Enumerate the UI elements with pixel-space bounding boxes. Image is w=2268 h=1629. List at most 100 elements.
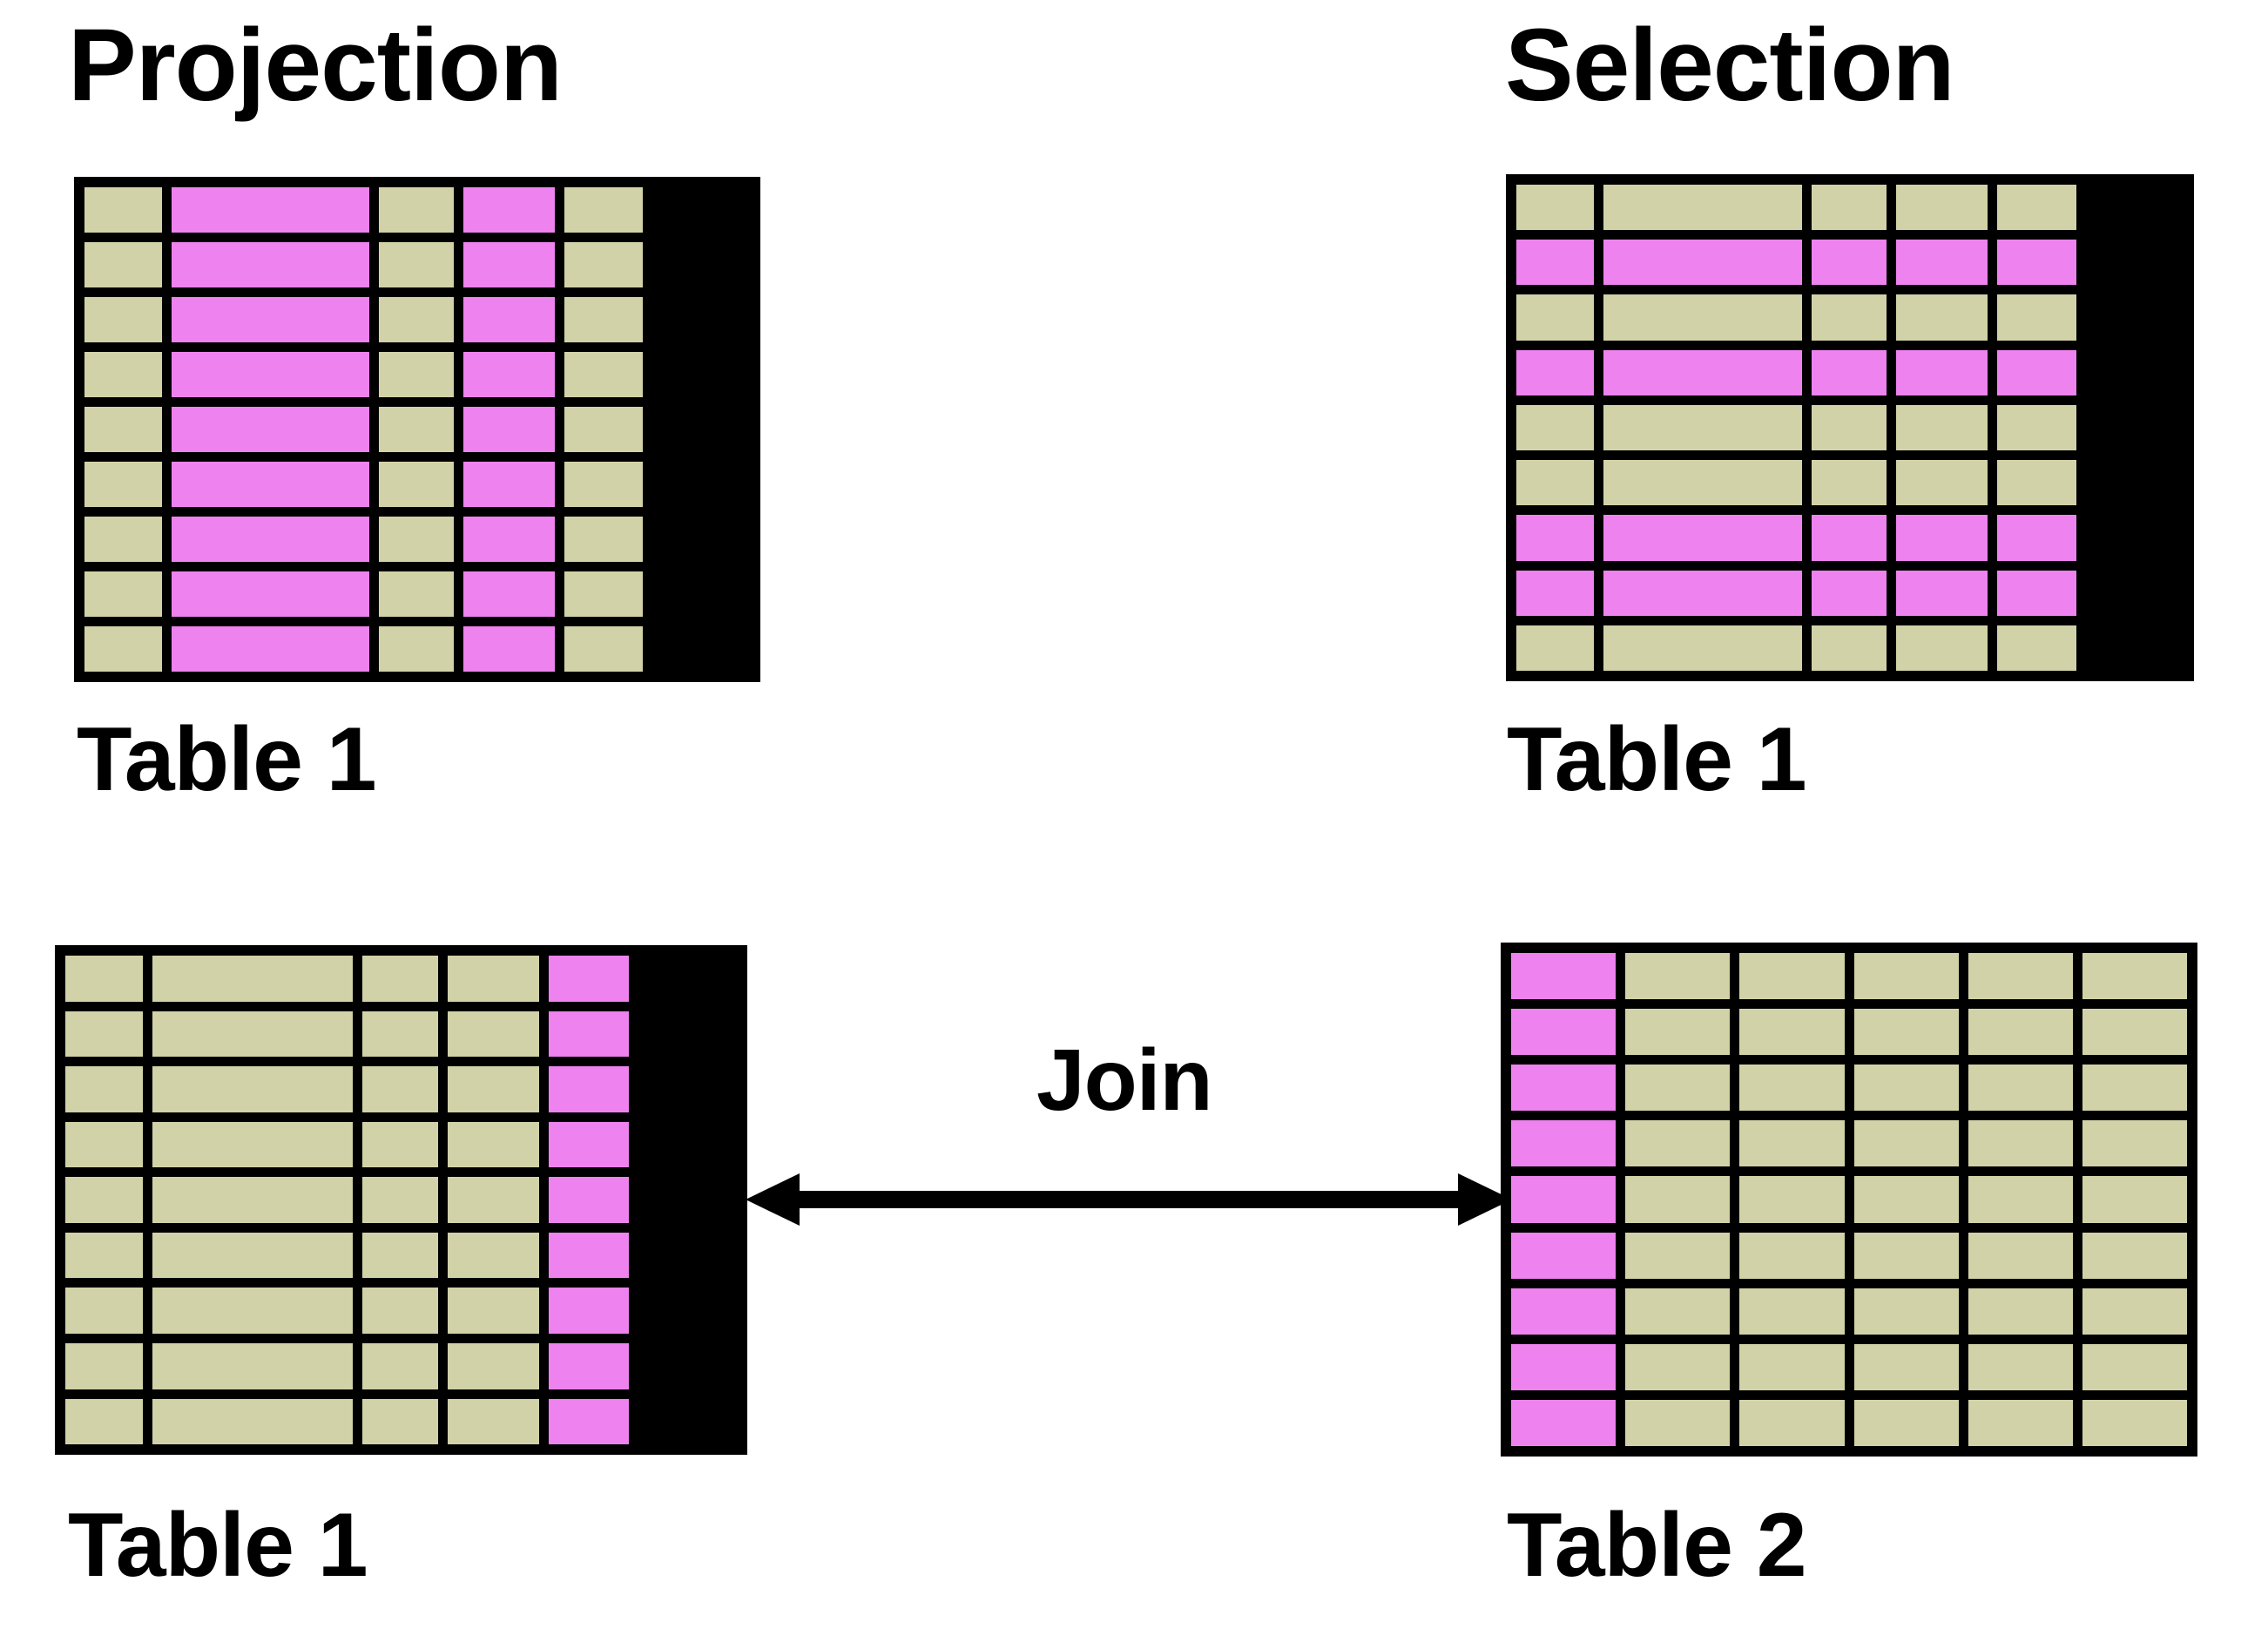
table-cell [65, 1121, 144, 1168]
table-row [84, 626, 750, 672]
table-cell [379, 297, 454, 342]
table-cell [152, 956, 354, 1002]
table-cell [1853, 1176, 1959, 1223]
table-cell-highlighted [462, 352, 555, 397]
table-cell [1625, 953, 1731, 1000]
table-cell-highlighted [171, 626, 370, 672]
table-cell [1895, 460, 1988, 506]
table-cell [1996, 185, 2076, 231]
table-cell [379, 407, 454, 452]
table-cell [1895, 294, 1988, 341]
table-cell-highlighted [1812, 570, 1887, 616]
table-cell [65, 1232, 144, 1279]
table-cell [447, 1342, 540, 1389]
table-cell-highlighted [1996, 240, 2076, 286]
table-row [84, 297, 750, 342]
table-cell-highlighted [1511, 1343, 1617, 1390]
table-cell-highlighted [1603, 240, 1803, 286]
table-cell-highlighted [171, 462, 370, 507]
table-cell-highlighted [171, 517, 370, 562]
table-row [65, 1011, 737, 1058]
table-cell [564, 571, 644, 617]
table-cell [362, 1177, 438, 1223]
table-cell [84, 517, 162, 562]
table-cell-highlighted [1511, 1120, 1617, 1167]
join-double-arrow-icon [746, 1173, 1512, 1226]
table-cell [152, 1342, 354, 1389]
table-row [65, 1398, 737, 1445]
table-cell-highlighted [462, 187, 555, 233]
table-cell [1853, 1288, 1959, 1335]
table-row [1516, 240, 2184, 286]
table-cell-highlighted [462, 242, 555, 287]
table-cell [447, 1232, 540, 1279]
table-cell [1968, 1399, 2073, 1446]
table-cell [362, 1066, 438, 1112]
table-cell [1516, 294, 1594, 341]
table-cell [1853, 1009, 1959, 1056]
table-cell [84, 242, 162, 287]
table-row [1511, 1399, 2188, 1446]
table-cell [1968, 1232, 2073, 1279]
table-cell [1625, 1009, 1731, 1056]
table-cell-highlighted [462, 407, 555, 452]
table-cell-highlighted [1603, 570, 1803, 616]
table-row [65, 1232, 737, 1279]
table-cell-highlighted [1996, 349, 2076, 395]
table-cell-highlighted [1895, 349, 1988, 395]
table-cell [1625, 1120, 1731, 1167]
table-row [1516, 294, 2184, 341]
table-row [1511, 1176, 2188, 1223]
table-cell [379, 626, 454, 672]
table-cell [65, 1398, 144, 1445]
table-cell [1812, 294, 1887, 341]
table-cell [1516, 404, 1594, 451]
table-row [65, 1288, 737, 1334]
table-row [1511, 1288, 2188, 1335]
table-cell [65, 1011, 144, 1058]
table-cell [1812, 185, 1887, 231]
table-row [65, 1066, 737, 1112]
table-cell-highlighted [171, 407, 370, 452]
table-row [65, 1342, 737, 1389]
table-cell [1895, 404, 1988, 451]
table-cell [65, 1288, 144, 1334]
table-cell-highlighted [171, 297, 370, 342]
table-cell [447, 1398, 540, 1445]
join-right-table-grid [1501, 943, 2197, 1457]
table-cell [564, 352, 644, 397]
table-cell [1739, 1176, 1845, 1223]
table-cell-highlighted [1511, 1065, 1617, 1112]
table-cell [379, 352, 454, 397]
table-cell [564, 626, 644, 672]
table-cell [379, 517, 454, 562]
table-cell [362, 1232, 438, 1279]
join-left-table-grid [55, 945, 747, 1455]
table-cell [1739, 1065, 1845, 1112]
table-row [84, 462, 750, 507]
table-cell [379, 571, 454, 617]
table-cell [1739, 1232, 1845, 1279]
table-cell-highlighted [1895, 515, 1988, 561]
table-cell [1853, 1120, 1959, 1167]
table-cell [152, 1288, 354, 1334]
table-cell [1812, 460, 1887, 506]
table-cell [152, 1177, 354, 1223]
table-cell-highlighted [549, 1232, 629, 1279]
table-row [65, 1121, 737, 1168]
table-row [84, 187, 750, 233]
table-cell [447, 1177, 540, 1223]
table-cell [152, 1232, 354, 1279]
join-label: Join [1036, 1031, 1213, 1129]
table-cell [1895, 185, 1988, 231]
table-cell-highlighted [171, 352, 370, 397]
table-cell [65, 956, 144, 1002]
table-cell [564, 462, 644, 507]
table-cell-highlighted [549, 956, 629, 1002]
table-cell [152, 1066, 354, 1112]
table-row [1516, 185, 2184, 231]
table-cell [1996, 404, 2076, 451]
table-cell-highlighted [549, 1288, 629, 1334]
table-cell [1968, 1065, 2073, 1112]
